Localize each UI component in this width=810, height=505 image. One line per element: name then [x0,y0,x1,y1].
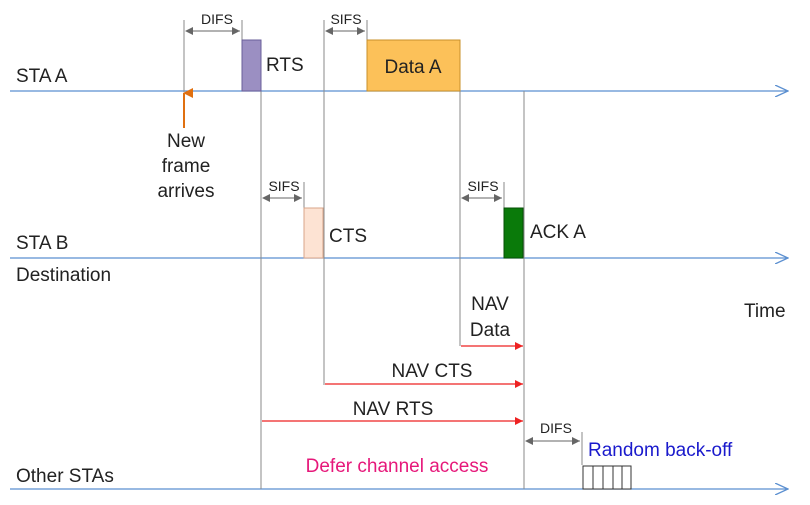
sta-a-label: STA A [16,66,68,87]
cts-frame-label: CTS [329,226,367,247]
defer-channel-access-label: Defer channel access [306,456,489,477]
sta-b-destination-label: Destination [16,265,111,286]
rts-frame-label: RTS [266,55,304,76]
backoff-slot [602,465,614,490]
time-axis-label: Time [744,301,786,322]
sifs-1-label: SIFS [330,11,361,27]
sifs-3-label: SIFS [467,178,498,194]
ack-a-frame-label: ACK A [530,222,586,243]
nav-rts-label: NAV RTS [353,399,434,420]
new-frame-label-line2: frame [162,156,211,177]
rts-frame [241,39,262,92]
random-backoff-label: Random back-off [588,440,733,461]
difs-1-label: DIFS [201,11,233,27]
data-a-frame-label: Data A [384,57,441,78]
sifs-2-label: SIFS [268,178,299,194]
nav-data-label-line2: Data [470,320,511,341]
backoff-slot [592,465,604,490]
cts-frame [303,207,324,259]
other-stas-label: Other STAs [16,466,114,487]
difs-2-label: DIFS [540,420,572,436]
backoff-slot [582,465,594,490]
new-frame-label-line1: New [167,131,205,152]
backoff-slots [582,465,632,490]
new-frame-label-line3: arrives [157,181,214,202]
ack-a-frame [503,207,524,259]
data-a-frame [366,39,461,92]
sta-b-label: STA B [16,233,68,254]
nav-data-label-line1: NAV [471,294,509,315]
backoff-slot [612,465,623,490]
backoff-slot [621,465,632,490]
nav-cts-label: NAV CTS [392,361,473,382]
